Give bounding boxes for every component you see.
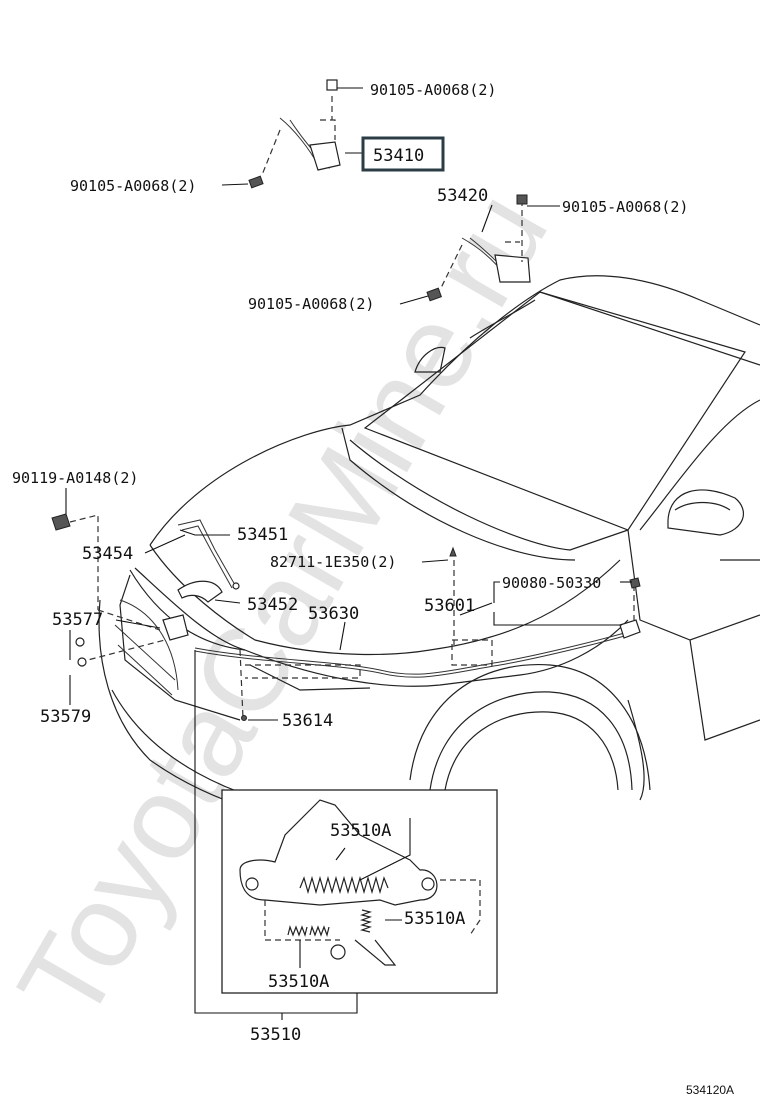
leader-lines (65, 87, 632, 721)
label-bolt-front: 90119-A0148(2) (12, 469, 138, 487)
detail-frame (221, 789, 498, 994)
label-hood-lock: 53510 (250, 1025, 301, 1045)
spring-main-icon (299, 875, 389, 895)
label-clip-82711: 82711-1E350(2) (270, 553, 396, 571)
spring-small-icon (287, 924, 308, 938)
label-screw-90080: 90080-50330 (502, 574, 601, 592)
bolt-left-icon (248, 175, 264, 189)
label-bolt-left: 90105-A0068(2) (70, 177, 196, 195)
hood-lock-detail (221, 789, 498, 994)
bolt-top-icon (326, 79, 338, 91)
label-cable: 53630 (308, 604, 359, 624)
label-lock-right: 53420 (437, 186, 488, 206)
clip-82711-icon (449, 546, 457, 557)
label-clamp-53614: 53614 (282, 711, 333, 731)
label-stay-rod: 53451 (237, 525, 288, 545)
spring-side-icon (359, 909, 373, 933)
label-spring-a2: 53510A (404, 909, 465, 929)
highlight-box-53410 (361, 136, 445, 172)
bolt-right-icon (516, 194, 528, 205)
label-bolt-right: 90105-A0068(2) (562, 198, 688, 216)
lock-53420-drawing (426, 194, 531, 302)
label-spring-a1: 53510A (330, 821, 391, 841)
label-grille-support: 53454 (82, 544, 133, 564)
bolt-mid-icon (426, 287, 442, 302)
figure-code: 534120A (686, 1083, 734, 1097)
holder-icon (177, 580, 223, 603)
label-spring-a3: 53510A (268, 972, 329, 992)
clamp-53614-icon (241, 715, 247, 721)
rod-tip-icon (232, 582, 240, 590)
label-lock-main: 53410 (373, 146, 424, 166)
label-bolt-mid: 90105-A0068(2) (248, 295, 374, 313)
label-cushion-53577: 53577 (52, 610, 103, 630)
bracket-53510 (194, 650, 358, 1014)
lock-53410-drawing (248, 79, 341, 189)
label-lever: 53601 (424, 596, 475, 616)
label-bolt-top: 90105-A0068(2) (370, 81, 496, 99)
screw-90080-icon (629, 577, 641, 589)
cushion-53579-icon (77, 657, 87, 667)
front-parts-drawing (51, 513, 641, 721)
bolt-front-icon (51, 513, 71, 531)
label-holder: 53452 (247, 595, 298, 615)
label-cushion-53579: 53579 (40, 707, 91, 727)
lever-53601-icon (619, 619, 641, 639)
